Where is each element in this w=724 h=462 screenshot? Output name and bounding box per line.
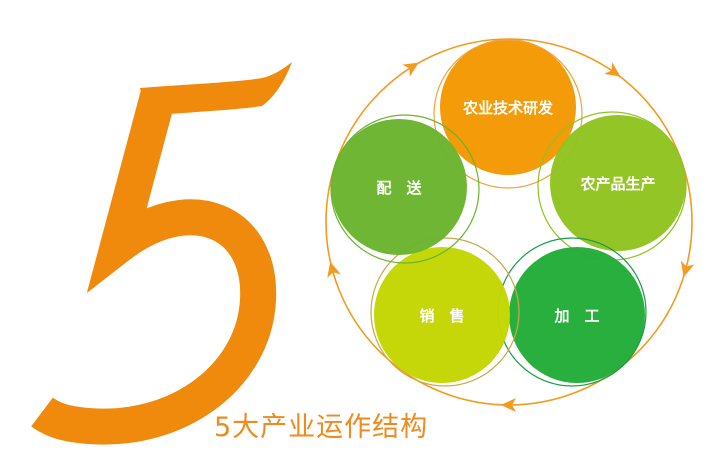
node-label: 农业技术研发 [462,99,554,117]
node-fill-circle [440,39,576,175]
node-fill-circle [331,119,467,255]
cycle-arrow-icon [680,260,695,278]
node-outline-circle [330,114,480,264]
node-outline-circle [433,39,583,189]
cycle-arrow-icon [327,261,341,278]
node-outline-circle [370,237,520,387]
node-label: 农产品生产 [579,175,655,193]
five-top-stroke [140,62,292,116]
cycle-arrow-icon [604,62,621,77]
five-body-stroke [31,91,277,445]
industry-node [370,237,520,387]
cycle-arrow-icon [402,62,419,77]
industry-node [330,114,480,264]
node-label: 加 工 [553,307,599,325]
node-label: 销 售 [419,307,464,325]
node-fill-circle [509,247,645,383]
node-label: 配 送 [376,179,422,197]
industry-node [433,39,583,189]
node-fill-circle [374,247,510,383]
cycle-ring [325,38,695,412]
big-number-five-graphic [31,62,292,445]
node-fill-circle [550,115,686,251]
cycle-arrow-icon [501,398,516,412]
diagram-caption: 5大产业运作结构 [214,412,429,443]
